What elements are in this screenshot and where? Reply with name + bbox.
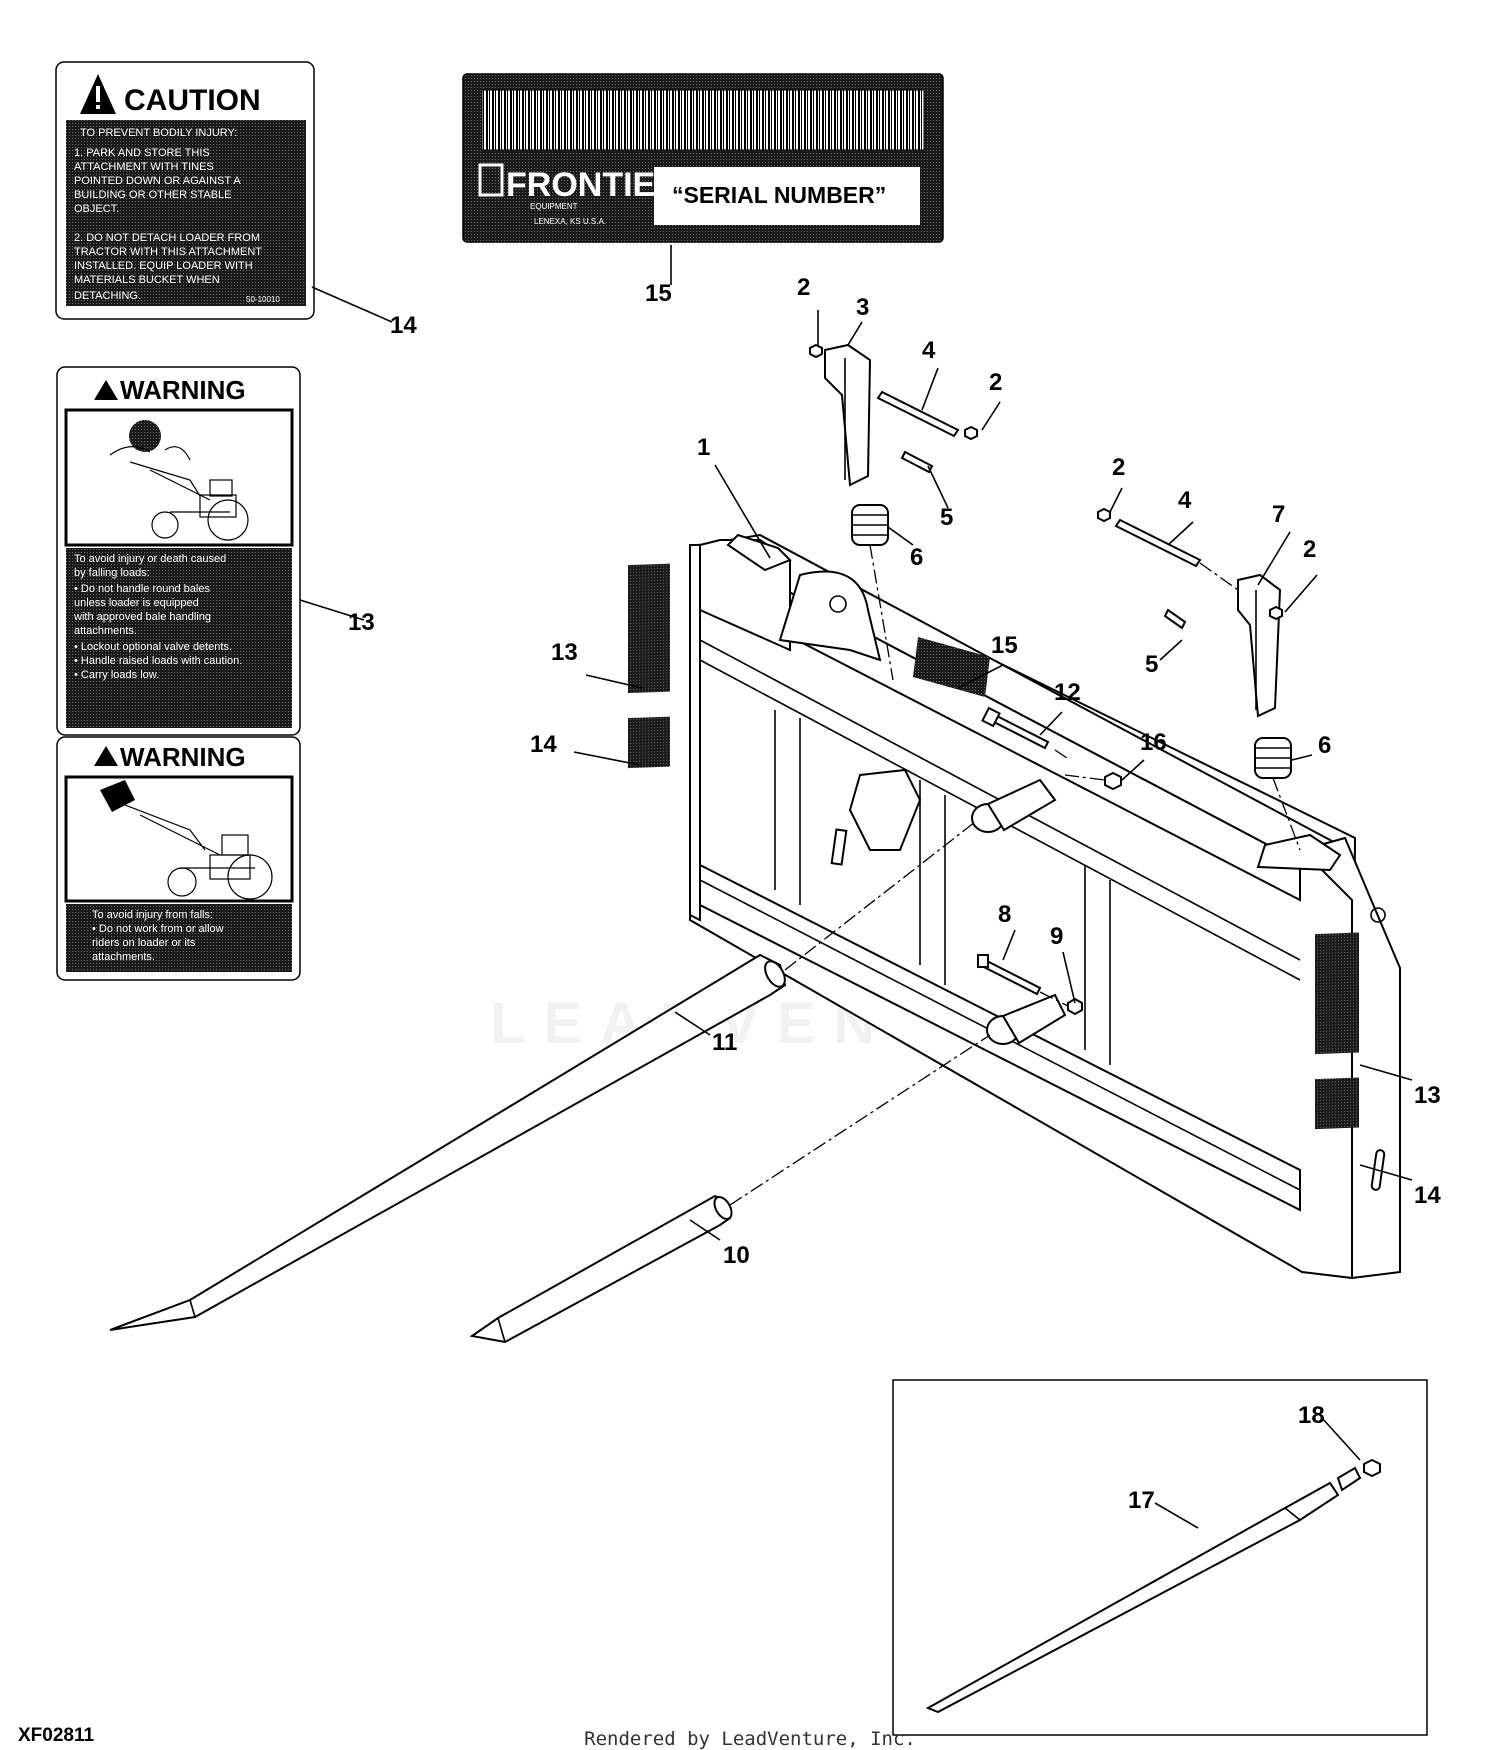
nut-16 (1104, 771, 1122, 791)
callout-9: 9 (1050, 923, 1063, 950)
callout-13: 13 (551, 639, 578, 666)
warning-falls-decal: WARNING To avoid injury from falls: • Do… (56, 736, 301, 981)
callout-18: 18 (1298, 1402, 1325, 1429)
nut-18 (1363, 1458, 1381, 1478)
callout-2: 2 (1112, 454, 1125, 481)
callout-15: 15 (991, 632, 1018, 659)
warning-falls-line: attachments. (92, 951, 155, 963)
tractor-bale-illustration (109, 420, 249, 541)
serial-plate-location: LENEXA, KS U.S.A. (534, 217, 606, 226)
bolt-4 (1114, 518, 1202, 568)
callout-7: 7 (1272, 501, 1285, 528)
callout-14: 14 (390, 312, 417, 339)
serial-plate: FRONTIER EQUIPMENT LENEXA, KS U.S.A. “SE… (462, 73, 944, 243)
warning-bales-decal: WARNING To avoid injury or death caused … (56, 366, 301, 736)
warning-bales-title: WARNING (120, 375, 246, 405)
pin-5 (900, 450, 934, 474)
callout-14: 14 (1414, 1182, 1441, 1209)
warning-falls-line: To avoid injury from falls: (92, 909, 213, 921)
caution-line: BUILDING OR OTHER STABLE (74, 189, 232, 201)
warning-bales-line: • Handle raised loads with caution. (74, 655, 242, 667)
callout-14: 14 (530, 731, 557, 758)
caution-line: POINTED DOWN OR AGAINST A (74, 175, 241, 187)
bolt-8-assembly (977, 954, 1083, 1016)
serial-number-label: “SERIAL NUMBER” (672, 182, 886, 208)
warning-bales-line: • Do not handle round bales (74, 583, 210, 595)
bolt-4 (876, 390, 960, 438)
left-bracket-hardware (809, 343, 978, 681)
caution-code: 50-10010 (246, 295, 280, 304)
warning-bales-line: • Lockout optional valve detents. (74, 641, 232, 653)
caution-decal: CAUTION TO PREVENT BODILY INJURY: 1. PAR… (55, 61, 315, 320)
callout-4: 4 (922, 337, 936, 364)
pin-5 (1163, 608, 1187, 630)
caution-line: DETACHING. (74, 290, 141, 302)
callout-13: 13 (1414, 1082, 1441, 1109)
callout-1: 1 (697, 434, 710, 461)
callout-5: 5 (940, 504, 953, 531)
warning-triangle-icon (94, 746, 118, 766)
callout-3: 3 (856, 294, 869, 321)
callout-2: 2 (797, 274, 810, 301)
warning-bales-line: • Carry loads low. (74, 669, 159, 681)
callout-2: 2 (1303, 536, 1316, 563)
caution-line: INSTALLED. EQUIP LOADER WITH (74, 260, 253, 272)
nut-9 (1067, 997, 1083, 1016)
spear-10 (469, 1034, 991, 1344)
warning-bales-line: unless loader is equipped (74, 597, 199, 609)
serial-plate-brand-sub: EQUIPMENT (530, 202, 578, 211)
callout-2: 2 (989, 369, 1002, 396)
callout-10: 10 (723, 1242, 750, 1269)
leader-lines (299, 245, 1413, 1529)
warning-falls-line: • Do not work from or allow (92, 923, 224, 935)
caution-line: OBJECT. (74, 203, 119, 215)
caution-line: MATERIALS BUCKET WHEN (74, 274, 220, 286)
callout-6: 6 (910, 544, 923, 571)
warning-triangle-icon (94, 380, 118, 400)
serial-plate-brand: FRONTIER (506, 166, 680, 204)
callout-5: 5 (1145, 651, 1158, 678)
caution-line: ATTACHMENT WITH TINES (74, 161, 214, 173)
spear-11 (109, 821, 976, 1331)
diagram-code: XF02811 (18, 1725, 95, 1746)
callout-6: 6 (1318, 732, 1331, 759)
bracket-3 (824, 343, 872, 487)
bracket-7 (1237, 573, 1282, 718)
footer-credit: Rendered by LeadVenture, Inc. (584, 1728, 916, 1750)
bolt-12-assembly (981, 706, 1122, 791)
tractor-rider-illustration (100, 780, 273, 900)
warning-bales-line: attachments. (74, 625, 137, 637)
callout-13: 13 (348, 609, 375, 636)
barcode (481, 89, 925, 151)
callout-4: 4 (1178, 487, 1192, 514)
detail-inset (892, 1379, 1428, 1736)
warning-falls-line: riders on loader or its (92, 937, 196, 949)
callout-15: 15 (645, 280, 672, 307)
caution-title: CAUTION (124, 84, 261, 117)
warning-bales-line: with approved bale handling (73, 611, 211, 623)
callout-16: 16 (1140, 729, 1167, 756)
caution-line: 1. PARK AND STORE THIS (74, 147, 210, 159)
caution-line: 2. DO NOT DETACH LOADER FROM (74, 232, 260, 244)
warning-bales-line: by falling loads: (74, 567, 150, 579)
callout-8: 8 (998, 901, 1011, 928)
callout-11: 11 (712, 1029, 737, 1056)
callout-17: 17 (1128, 1487, 1155, 1514)
caution-subtitle: TO PREVENT BODILY INJURY: (80, 127, 237, 139)
callout-12: 12 (1054, 679, 1081, 706)
callout-labels: 14 15 13 2 3 4 2 1 5 6 2 4 7 2 13 15 5 1… (348, 274, 1441, 1514)
warning-bales-line: To avoid injury or death caused (74, 553, 226, 565)
caution-line: TRACTOR WITH THIS ATTACHMENT (74, 246, 262, 258)
warning-falls-title: WARNING (120, 742, 246, 772)
